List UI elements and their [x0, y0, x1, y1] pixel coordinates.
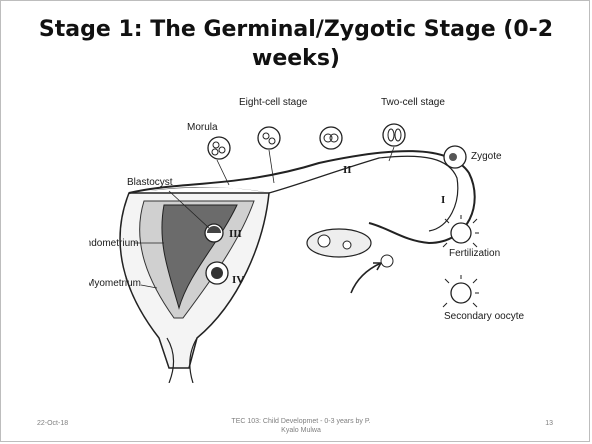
numeral-ii: II	[343, 164, 352, 176]
label-morula: Morula	[187, 122, 218, 133]
label-endometrium: Endometrium	[89, 238, 138, 249]
slide-title: Stage 1: The Germinal/Zygotic Stage (0-2…	[31, 15, 561, 73]
germinal-stage-diagram: Eight-cell stage Two-cell stage Morula B…	[89, 93, 541, 383]
label-blastocyst: Blastocyst	[127, 177, 173, 188]
fallopian-tube-inner	[269, 156, 458, 231]
follicle	[318, 235, 330, 247]
morula-cell	[208, 137, 230, 159]
fertilization-cell	[451, 223, 471, 243]
label-eight-cell: Eight-cell stage	[239, 97, 308, 108]
secondary-oocyte-cell	[451, 283, 471, 303]
footer-page-number: 13	[545, 420, 553, 427]
ovary	[307, 229, 371, 257]
footer-course: TEC 103: Child Developmet - 0-3 years by…	[231, 417, 371, 435]
eight-cell-embryo	[258, 127, 280, 149]
follicle-small	[343, 241, 351, 249]
label-fertilization: Fertilization	[449, 248, 500, 259]
label-secondary-oocyte: Secondary oocyte	[444, 311, 524, 322]
ovulation-arrow	[351, 263, 381, 293]
footer-date: 22-Oct-18	[37, 420, 68, 427]
label-two-cell: Two-cell stage	[381, 97, 445, 108]
numeral-iii: III	[229, 228, 242, 240]
label-myometrium: Myometrium	[89, 278, 141, 289]
ovulating-oocyte	[381, 255, 393, 267]
numeral-iv: IV	[232, 274, 244, 286]
numeral-i: I	[441, 194, 445, 206]
label-zygote: Zygote	[471, 151, 502, 162]
four-cell-embryo	[320, 127, 342, 149]
